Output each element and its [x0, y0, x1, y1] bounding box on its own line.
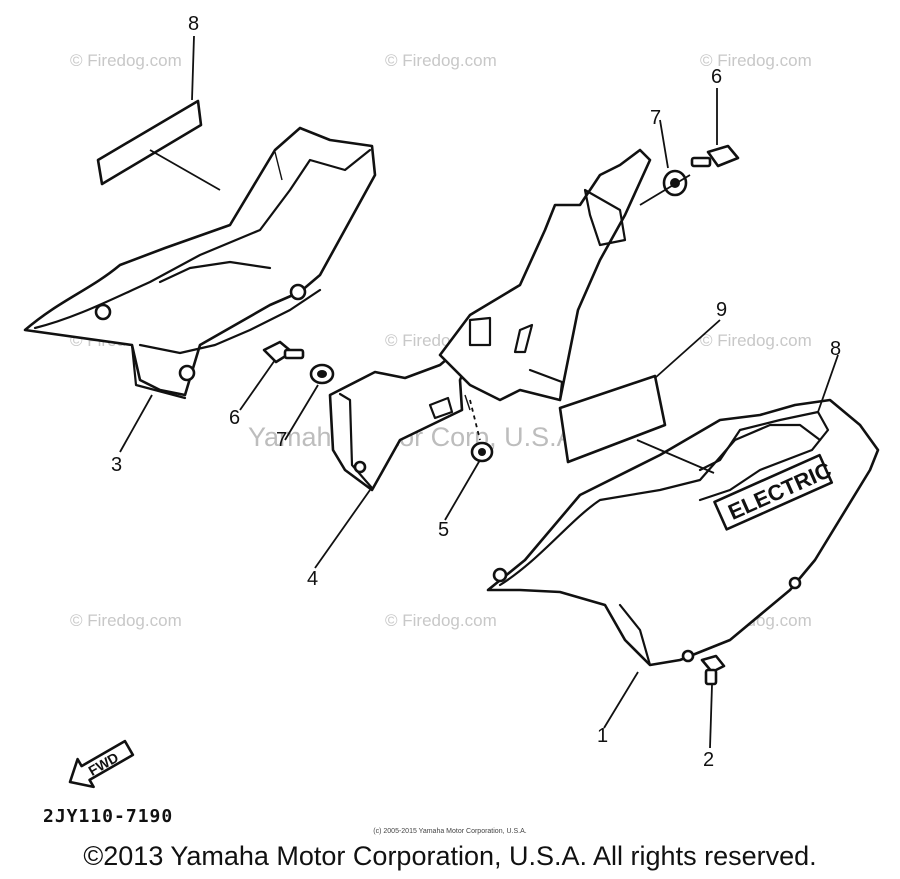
part-9-label-sheet	[558, 374, 667, 464]
part-6-bolt-right	[690, 144, 740, 168]
part-2-screw	[700, 654, 726, 686]
callout-7: 7	[650, 107, 661, 129]
leader-lines	[119, 35, 839, 749]
copyright-notice: ©2013 Yamaha Motor Corporation, U.S.A. A…	[83, 841, 817, 871]
callout-9: 9	[716, 299, 727, 321]
watermark: © Firedog.com	[70, 611, 182, 630]
callout-3: 3	[111, 454, 122, 476]
small-copyright: (c) 2005-2015 Yamaha Motor Corporation, …	[373, 828, 527, 835]
part-center-frame-plate	[438, 148, 652, 411]
watermark: © Firedog.com	[385, 611, 497, 630]
diagram-code: 2JY110-7190	[43, 806, 174, 827]
part-1-side-cover-right: ELECTRIC	[486, 398, 880, 667]
callout-8: 8	[830, 338, 841, 360]
fwd-arrow-icon: FWD	[68, 739, 135, 789]
watermark: © Firedog.com	[70, 51, 182, 70]
part-5-nut	[470, 441, 494, 463]
part-6-bolt-left	[262, 340, 305, 364]
part-3-side-cover-left	[23, 126, 377, 400]
callout-8: 8	[188, 13, 199, 35]
part-7-grommet-left	[309, 363, 335, 385]
callout-6: 6	[229, 407, 240, 429]
callout-layer: 8 3 6 7 4 5 7 6 9 8 1 2	[111, 13, 841, 771]
callout-1: 1	[597, 725, 608, 747]
callout-4: 4	[307, 568, 318, 590]
watermark: © Firedog.com	[700, 331, 812, 350]
callout-7: 7	[276, 429, 287, 451]
part-8-emblem-strip-left	[96, 99, 203, 186]
callout-6: 6	[711, 66, 722, 88]
watermark: © Firedog.com	[700, 51, 812, 70]
callout-5: 5	[438, 519, 449, 541]
watermark: © Firedog.com	[385, 51, 497, 70]
callout-2: 2	[703, 749, 714, 771]
part-4-bracket	[328, 346, 470, 492]
